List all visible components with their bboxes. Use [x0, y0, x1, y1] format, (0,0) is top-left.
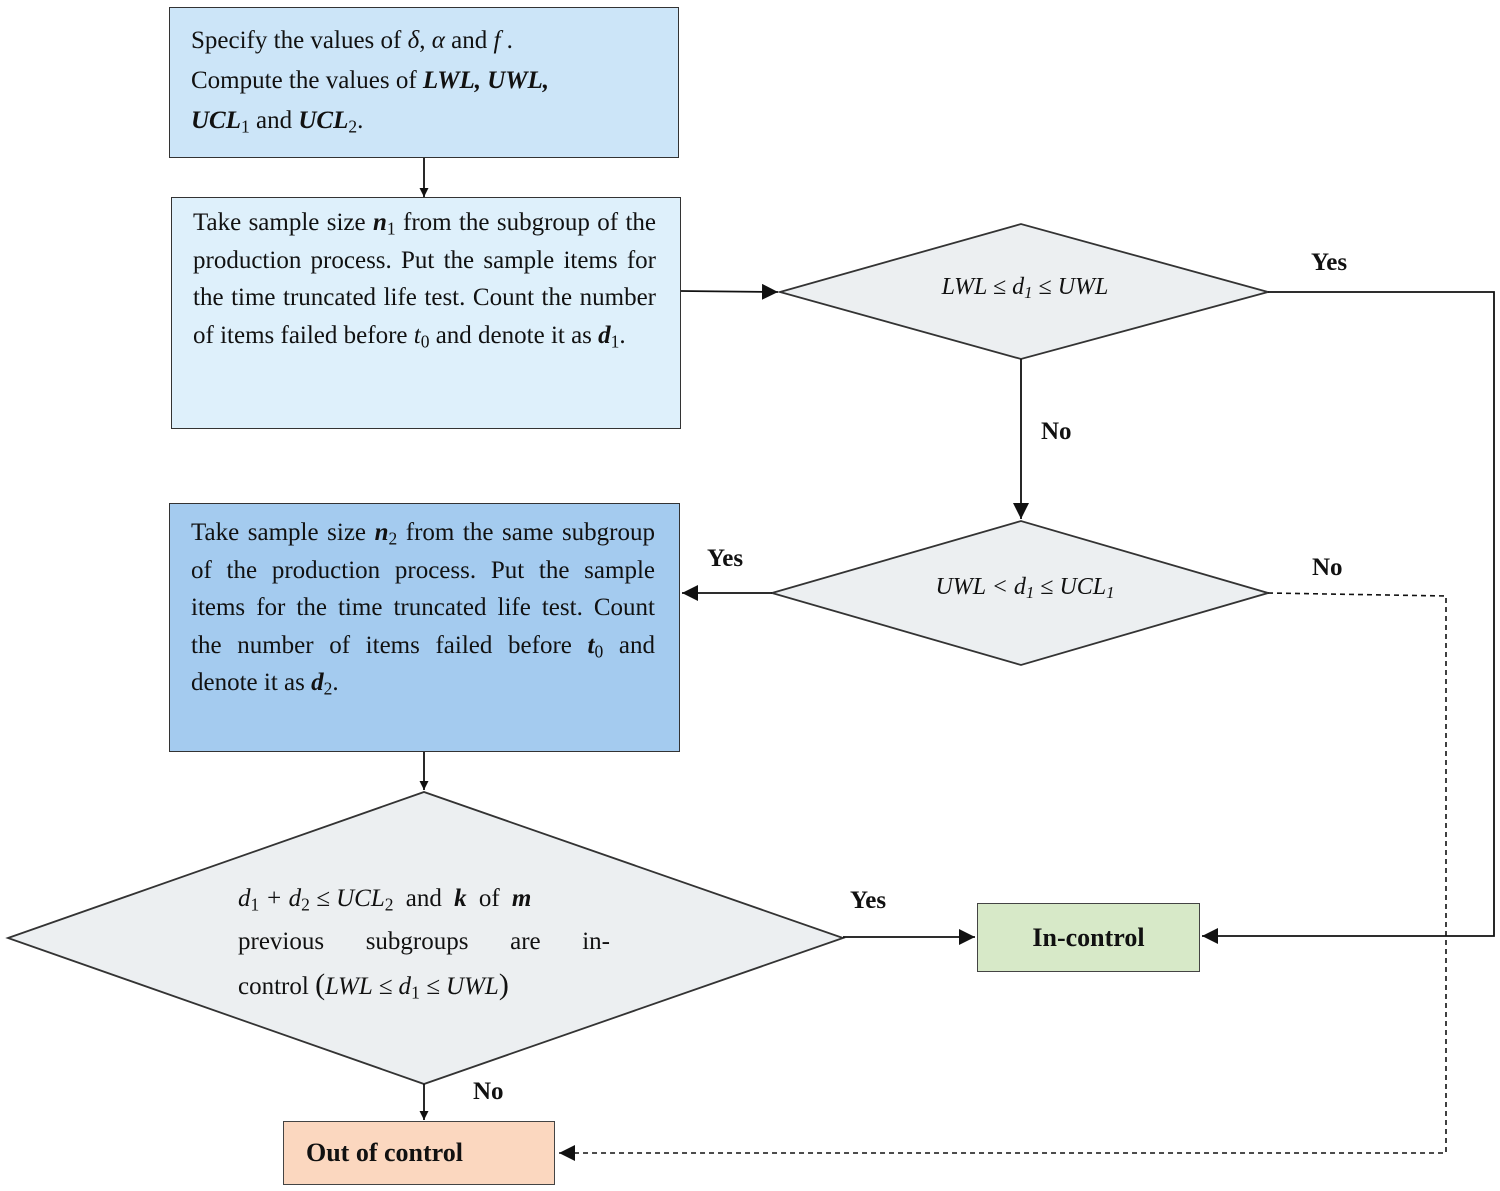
- decision3-line-1: d1 + d2 ≤ UCL2 and k of m: [238, 877, 610, 920]
- sample2-n: n: [374, 519, 389, 546]
- label-yes-decision2: Yes: [707, 545, 744, 572]
- decision3-of: of: [472, 885, 506, 912]
- start-line-3: UCL1 and UCL2.: [191, 101, 656, 141]
- decision2-sub: 1: [1025, 583, 1035, 603]
- sample2-box: Take sample size n2 from the same subgro…: [169, 503, 680, 752]
- decision3-plus-d2: + d: [259, 885, 302, 912]
- label-no-decision2: No: [1312, 554, 1343, 581]
- decision3-d1: d: [238, 885, 251, 912]
- out-of-control-box: Out of control: [283, 1121, 555, 1185]
- sample2-d: d: [311, 669, 324, 696]
- sample2-d-sub: 2: [323, 678, 333, 699]
- decision1-right: ≤ UWL: [1032, 274, 1109, 300]
- start-line3-and: and: [249, 107, 299, 134]
- f-symbol: f: [493, 27, 501, 54]
- decision3-m: m: [511, 885, 532, 912]
- ucl2-var: UCL: [298, 107, 349, 134]
- decision3-ucl-sub: 2: [384, 894, 394, 915]
- decision3-cond-sub: 1: [411, 982, 420, 1003]
- decision1-sub: 1: [1024, 283, 1033, 303]
- sample1-text-4: .: [619, 321, 626, 349]
- sample1-text-2: from the subgroup of the production proc…: [193, 209, 656, 349]
- sample1-text-3: and denote it as: [429, 321, 599, 349]
- label-yes-decision1: Yes: [1311, 249, 1348, 276]
- label-yes-decision3: Yes: [850, 887, 887, 914]
- decision3-paren-close: ): [498, 968, 509, 1001]
- decision3-control: control: [238, 973, 316, 1000]
- sample1-text-1: Take sample size: [193, 209, 373, 236]
- decision2-mid: ≤ UCL: [1034, 574, 1107, 600]
- sample2-t0: t: [587, 631, 595, 659]
- sample2-n-sub: 2: [388, 528, 398, 549]
- decision3-d2-sub: 2: [301, 894, 310, 915]
- decision3-condition: d1 + d2 ≤ UCL2 and k of m previous subgr…: [238, 877, 610, 1008]
- decision1-condition: LWL ≤ d1 ≤ UWL: [880, 274, 1170, 301]
- start-line1-end: .: [500, 27, 513, 54]
- alpha-symbol: α: [431, 27, 445, 54]
- sample2-text-2: from the same subgroup of the production…: [191, 519, 655, 659]
- decision2-condition: UWL < d1 ≤ UCL1: [880, 574, 1170, 601]
- start-line2-vars: LWL, UWL,: [422, 67, 550, 94]
- start-line3-end: .: [357, 107, 364, 134]
- start-line-2: Compute the values of LWL, UWL,: [191, 61, 656, 101]
- decision1-left: LWL ≤ d: [941, 274, 1025, 300]
- arrow-decision1-yes: [1202, 291, 1495, 944]
- decision3-line-3: control (LWL ≤ d1 ≤ UWL): [238, 963, 610, 1008]
- start-line-1: Specify the values of δ, α and f .: [191, 21, 656, 61]
- label-no-decision3: No: [473, 1078, 504, 1105]
- decision3-k: k: [454, 885, 467, 912]
- sample2-text-3: and denote it as: [191, 631, 655, 697]
- sample1-box: Take sample size n1 from the subgroup of…: [171, 197, 681, 429]
- start-line2-text: Compute the values of: [191, 67, 423, 94]
- ucl2-sub: 2: [348, 116, 358, 137]
- decision3-d1-sub: 1: [250, 894, 260, 915]
- start-box: Specify the values of δ, α and f . Compu…: [169, 7, 679, 158]
- decision3-line-2: previous subgroups are in-: [238, 928, 610, 955]
- decision3-cond-end: ≤ UWL: [419, 973, 499, 1000]
- label-no-decision1: No: [1041, 418, 1072, 445]
- sample2-text-4: .: [332, 669, 339, 696]
- ucl1-sub: 1: [241, 116, 250, 137]
- sample1-t0: t: [413, 321, 421, 349]
- arrow-decision2-no: [559, 592, 1447, 1161]
- decision3-cond: LWL ≤ d: [325, 973, 412, 1000]
- start-line1-text: Specify the values of: [191, 27, 408, 54]
- delta-symbol: δ: [407, 27, 420, 54]
- sample1-d: d: [598, 321, 611, 349]
- sample1-n: n: [372, 209, 387, 236]
- arrow-sample1-to-decision1: [680, 283, 779, 300]
- start-line1-comma: ,: [419, 27, 432, 54]
- ucl1-var: UCL: [191, 107, 241, 134]
- sample2-t0-sub: 0: [594, 640, 604, 661]
- decision2-left: UWL < d: [935, 574, 1026, 600]
- start-line1-and: and: [444, 27, 494, 54]
- sample1-d-sub: 1: [610, 330, 620, 351]
- decision3-and: and: [399, 885, 449, 912]
- decision3-ucl: ≤ UCL: [309, 885, 385, 912]
- decision-diamond-3: [5, 791, 846, 1085]
- sample1-n-sub: 1: [386, 218, 396, 239]
- in-control-box: In-control: [977, 903, 1200, 972]
- decision3-paren-open: (: [315, 968, 326, 1001]
- sample1-t0-sub: 0: [420, 330, 430, 351]
- decision2-sub2: 1: [1106, 583, 1115, 603]
- sample2-text-1: Take sample size: [191, 519, 375, 546]
